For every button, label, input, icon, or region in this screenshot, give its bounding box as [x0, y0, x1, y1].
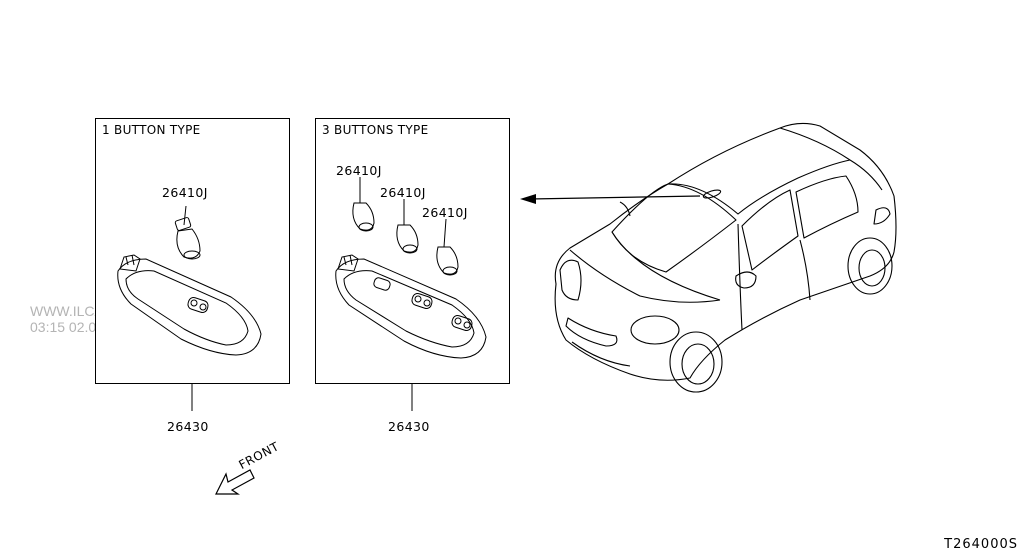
bulb-part-number-3: 26410J [422, 205, 468, 220]
three-buttons-lamp-part-number: 26430 [388, 419, 430, 434]
bulb-part-number: 26410J [162, 185, 208, 200]
diagram-code: T264000S [944, 537, 1018, 552]
bulb-part-number-2: 26410J [380, 185, 426, 200]
one-button-lamp-drawing [96, 119, 289, 383]
three-buttons-type-title: 3 BUTTONS TYPE [322, 123, 429, 137]
three-buttons-type-box: 3 BUTTONS TYPE [315, 118, 510, 384]
bulb-part-number-1: 26410J [336, 163, 382, 178]
three-buttons-lamp-drawing [316, 119, 509, 383]
one-button-type-title: 1 BUTTON TYPE [102, 123, 201, 137]
bulb-icon [437, 219, 458, 275]
map-lamp-housing [118, 255, 261, 355]
one-button-lamp-part-number: 26430 [167, 419, 209, 434]
one-button-type-box: 1 BUTTON TYPE 2641 [95, 118, 290, 384]
bulb-icon [353, 177, 374, 231]
bulb-icon [175, 206, 200, 259]
map-lamp-housing [336, 255, 486, 358]
bulb-icon [397, 199, 418, 253]
